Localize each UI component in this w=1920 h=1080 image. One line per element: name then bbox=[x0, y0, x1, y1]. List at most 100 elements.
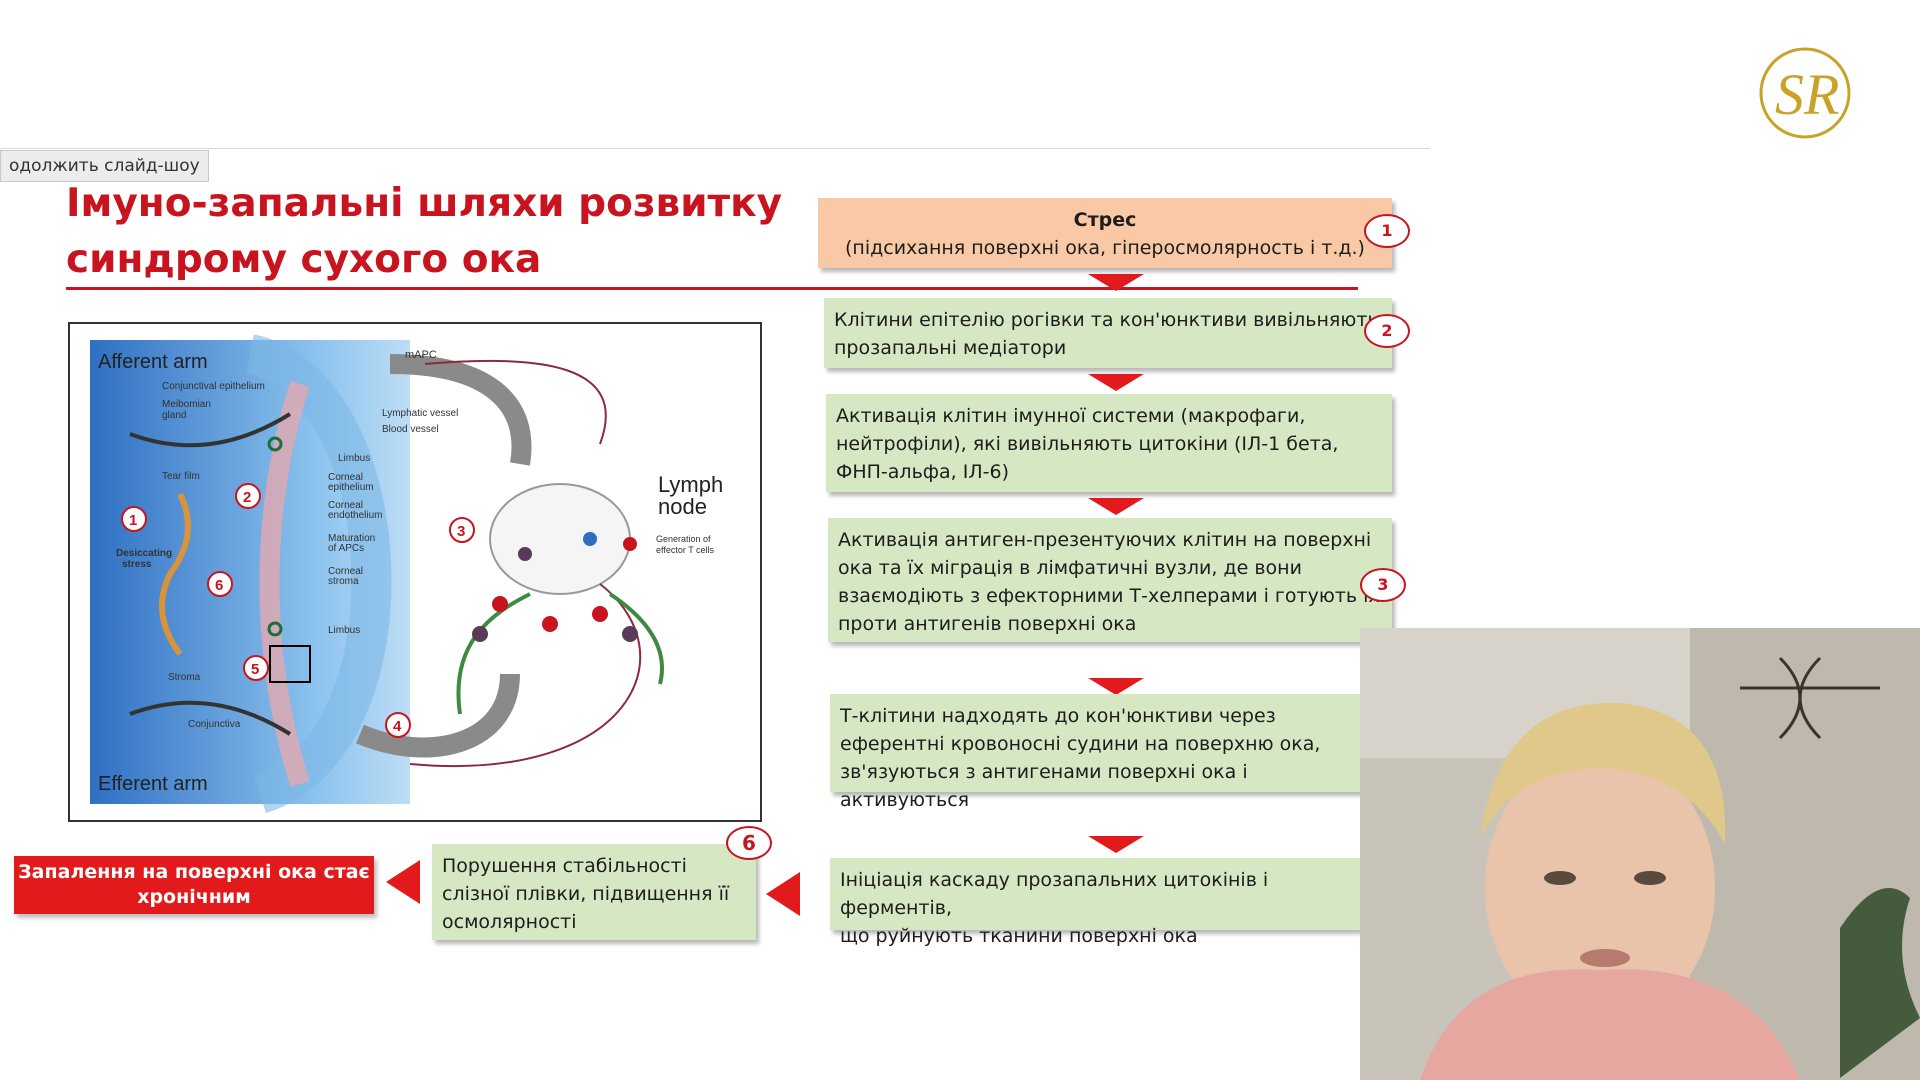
immune-diagram-svg: Afferent arm Efferent arm Lymph node Gen… bbox=[90, 334, 740, 814]
t-cell-purple bbox=[622, 626, 638, 642]
lymph-label-2: node bbox=[658, 494, 707, 519]
step-5-line2: еферентні кровоносні судини на поверхню … bbox=[840, 733, 1321, 755]
chronic-line1: Запалення на поверхні ока стає bbox=[18, 861, 370, 883]
mapc-label: mAPC bbox=[405, 349, 437, 361]
logo: SR bbox=[1745, 38, 1865, 148]
step-3-line1: Активація клітин імунної системи (макроф… bbox=[836, 405, 1306, 427]
right-eye bbox=[1634, 871, 1666, 885]
marker-6: 6 bbox=[207, 571, 233, 597]
person-shirt bbox=[1420, 969, 1800, 1080]
marker-4-text: 4 bbox=[393, 718, 402, 735]
slide-title-line1: Імуно-запальні шляхи розвитку bbox=[66, 181, 783, 226]
chronic-line2: хронічним bbox=[137, 886, 251, 908]
step-4-apc-activation: Активація антиген-презентуючих клітин на… bbox=[828, 518, 1392, 642]
efferent-vessel-right bbox=[608, 592, 664, 685]
step-5-t-cells: Т-клітини надходять до кон'юнктиви через… bbox=[830, 694, 1360, 811]
chandelier bbox=[1778, 656, 1822, 740]
step-3-immune-activation: Активація клітин імунної системи (макроф… bbox=[826, 394, 1392, 492]
conjunctiva-label: Conjunctiva bbox=[188, 719, 241, 730]
marker-1: 1 bbox=[121, 506, 147, 532]
lymph-vessel bbox=[424, 359, 607, 445]
step-6-cytokine-cascade: Ініціація каскаду прозапальних цитокінів… bbox=[830, 858, 1360, 947]
marker-3-text: 3 bbox=[457, 523, 465, 540]
step-1-title: Стрес bbox=[1073, 209, 1137, 231]
step-4-line2: ока та їх міграція в лімфатичні вузли, д… bbox=[838, 557, 1302, 579]
efferent-label: Efferent arm bbox=[98, 773, 208, 795]
marker-5-text: 5 bbox=[251, 661, 259, 678]
t-cell-red bbox=[542, 616, 558, 632]
t-cell-purple bbox=[472, 626, 488, 642]
lower-lashes bbox=[129, 700, 292, 736]
flow-arrow-5 bbox=[1088, 836, 1144, 853]
corneal-epithelium-label-2: epithelium bbox=[328, 482, 374, 493]
step-4-line4: проти антигенів поверхні ока bbox=[838, 613, 1137, 635]
generation-label-1: Generation of bbox=[656, 534, 711, 544]
corneal-stroma-label-2: stroma bbox=[328, 576, 359, 587]
zoom-box bbox=[269, 645, 311, 683]
marker-2-text: 2 bbox=[243, 489, 251, 506]
corneal-endothelium-label-1: Corneal bbox=[328, 500, 363, 511]
step-1-number: 1 bbox=[1364, 214, 1410, 248]
continue-slideshow-button[interactable]: одолжить слайд-шоу bbox=[0, 150, 209, 182]
slide-top-divider bbox=[0, 148, 1430, 149]
tear-film-line3: осмолярності bbox=[442, 911, 577, 933]
efferent-arrow bbox=[356, 673, 520, 758]
afferent-label: Afferent arm bbox=[98, 351, 208, 373]
conjunctival-epithelium-label: Conjunctival epithelium bbox=[162, 381, 265, 392]
blood-vessel bbox=[409, 583, 642, 767]
step-5-line1: Т-клітини надходять до кон'юнктиви через bbox=[840, 705, 1276, 727]
lymph-node bbox=[489, 483, 631, 595]
marker-4: 4 bbox=[385, 712, 411, 738]
step-6-line1: Ініціація каскаду прозапальних цитокінів… bbox=[840, 869, 1269, 919]
plant bbox=[1840, 888, 1920, 1078]
slide-title: Імуно-запальні шляхи розвитку синдрому с… bbox=[66, 176, 826, 288]
person-face bbox=[1485, 748, 1715, 1028]
tear-film-line1: Порушення стабільності bbox=[442, 855, 687, 877]
tear-film-wave bbox=[159, 492, 191, 656]
step-4-line1: Активація антиген-презентуючих клітин на… bbox=[838, 529, 1372, 551]
limbus-marker bbox=[267, 436, 283, 452]
left-eye bbox=[1544, 871, 1576, 885]
flow-arrow-1 bbox=[1088, 274, 1144, 291]
treg-cell bbox=[583, 532, 597, 546]
stroma-label: Stroma bbox=[168, 672, 201, 683]
limbus-top-label: Limbus bbox=[338, 453, 370, 464]
desiccating-label-1: Desiccating bbox=[116, 548, 172, 559]
marker-6-text: 6 bbox=[215, 577, 223, 594]
limbus-bottom-label: Limbus bbox=[328, 625, 360, 636]
step-6-line2: що руйнують тканини поверхні ока bbox=[840, 925, 1198, 947]
meibomian-label-2: gland bbox=[162, 410, 186, 421]
conjunctiva-shape bbox=[259, 380, 310, 787]
corneal-stroma-label-1: Corneal bbox=[328, 566, 363, 577]
step-4-line3: взаємодіють з ефекторними Т-хелперами і … bbox=[838, 585, 1380, 607]
step-2-mediators: Клітини епітелію рогівки та кон'юнктиви … bbox=[824, 298, 1392, 368]
tear-film-number: 6 bbox=[726, 826, 772, 860]
t-cell-red bbox=[492, 596, 508, 612]
corneal-epithelium-label-1: Corneal bbox=[328, 472, 363, 483]
marker-3: 3 bbox=[449, 517, 475, 543]
desiccating-label-2: stress bbox=[122, 559, 152, 570]
webcam-video bbox=[1360, 628, 1920, 1080]
marker-2: 2 bbox=[235, 483, 261, 509]
chronic-inflammation-box: Запалення на поверхні ока стає хронічним bbox=[14, 856, 374, 914]
generation-label-2: effector T cells bbox=[656, 545, 715, 555]
step-3-line3: ФНП-альфа, ІЛ-6) bbox=[836, 461, 1009, 483]
title-underline bbox=[66, 287, 1358, 290]
flow-arrow-left-1 bbox=[766, 872, 800, 916]
step-5-line3: зв'язуються з антигенами поверхні ока і … bbox=[840, 761, 1248, 811]
corneal-endothelium-label-2: endothelium bbox=[328, 510, 382, 521]
flow-arrow-3 bbox=[1088, 498, 1144, 515]
step-4-number: 3 bbox=[1360, 568, 1406, 602]
lymphatic-vessel-label: Lymphatic vessel bbox=[382, 408, 458, 419]
logo-monogram: SR bbox=[1775, 62, 1839, 127]
marker-5: 5 bbox=[243, 655, 269, 681]
mouth bbox=[1580, 949, 1630, 967]
limbus-marker bbox=[267, 621, 283, 637]
immune-diagram: Afferent arm Efferent arm Lymph node Gen… bbox=[68, 322, 762, 822]
th17-cell bbox=[623, 537, 637, 551]
webcam-frame bbox=[1360, 628, 1920, 1080]
cornea-shape bbox=[244, 334, 392, 814]
tear-film-label: Tear film bbox=[162, 471, 200, 482]
step-2-number: 2 bbox=[1364, 314, 1410, 348]
step-3-line2: нейтрофіли), які вивільняють цитокіни (І… bbox=[836, 433, 1339, 455]
